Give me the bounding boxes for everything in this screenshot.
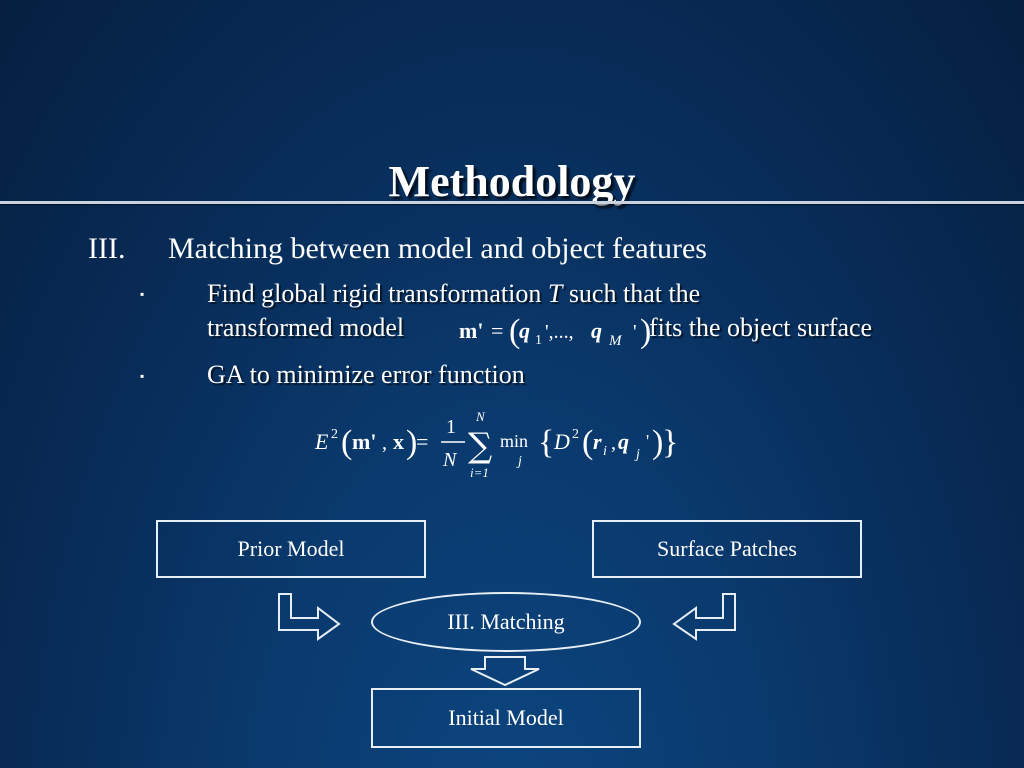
eq2-min-sub: j [516,454,522,469]
eq2-paren-close: ) [406,424,417,461]
eq2-inner-paren-open: ( [582,424,593,461]
title-underline [0,201,1024,204]
eq2-x: x [393,429,404,454]
bullet-marker-1: ▪ [140,287,145,301]
eq2-sum-lower: i=1 [470,465,489,480]
eq2-r: r [593,429,602,454]
eq1-dots: ',..., [545,321,574,343]
section-title: Matching between model and object featur… [168,232,707,265]
eq1-sub-M: M [608,333,623,349]
eq1-equals: = [491,318,503,343]
eq2-numerator: 1 [446,416,456,438]
eq1-qM: q [591,318,602,343]
eq2-D: D [553,429,570,454]
eq1-sub-1: 1 [535,333,542,348]
surface-patches-label: Surface Patches [657,536,797,561]
matching-label: III. Matching [447,609,565,634]
eq2-m-prime: m' [352,429,376,454]
eq2-comma: , [382,432,387,454]
eq2-exp-2: 2 [331,427,338,442]
surface-patches-box: Surface Patches [592,520,862,578]
eq1-q1: q [519,318,530,343]
sum-symbol: ∑ [468,426,492,466]
eq2-min: min [500,431,528,451]
eq1-right-paren: ) [640,313,651,350]
bullet-2-text: GA to minimize error function [207,360,525,389]
initial-model-label: Initial Model [448,705,564,730]
transformed-model-equation: m' = ( q 1 ',..., q M ' ) [459,313,651,350]
eq2-inner-paren-close: ) [652,424,663,461]
bent-arrow-left-icon [672,593,736,641]
eq2-sub-i: i [603,444,607,459]
bullet-marker-2: ▪ [140,369,145,383]
eq2-paren-open: ( [341,424,352,461]
eq1-prime: ' [633,321,637,343]
transformation-symbol: T [547,279,563,308]
eq2-sum-upper: N [475,409,486,424]
eq2-sub-j: j [634,447,640,462]
bullet-1-text-a: Find global rigid transformation [207,279,548,308]
eq2-D-exp: 2 [572,427,579,442]
eq1-left-paren: ( [509,313,520,350]
bullet-1-text-b: such that the [562,279,701,308]
eq2-q: q [618,429,629,454]
eq2-prime: ' [646,431,649,451]
bullet-1-line-2-b: fits the object surface [649,313,873,342]
eq1-m-prime: m' [459,318,483,343]
bent-arrow-right-icon [278,593,341,641]
initial-model-box: Initial Model [371,688,641,748]
eq2-inner-comma: , [611,432,616,454]
eq2-E: E [314,429,329,454]
prior-model-label: Prior Model [237,536,345,561]
down-arrow-icon [470,656,540,687]
slide-title: Methodology [388,157,636,206]
section-number: III. [88,232,126,265]
eq2-denominator: N [442,449,458,471]
eq2-brace-open: { [538,424,554,461]
prior-model-box: Prior Model [156,520,426,578]
error-function-equation: E 2 ( m' , x ) = 1 N N ∑ i=1 min j { D 2… [314,409,678,480]
eq2-brace-close: } [662,424,678,461]
eq2-equals: = [416,429,428,454]
bullet-1-line-2-a: transformed model [207,313,405,342]
matching-ellipse: III. Matching [371,592,641,652]
bullet-1-line-1: Find global rigid transformation T such … [207,279,700,309]
